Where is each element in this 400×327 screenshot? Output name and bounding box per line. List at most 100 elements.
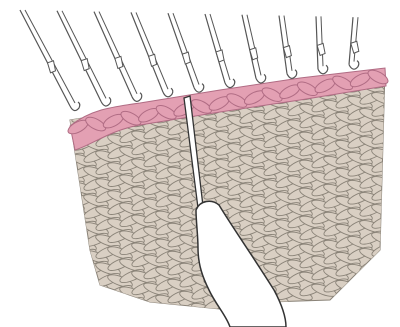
knit-stitch — [394, 114, 400, 131]
knit-stitch — [70, 303, 97, 321]
knit-stitch — [394, 237, 400, 255]
knit-stitch — [394, 86, 400, 103]
needle-shaft-edge — [321, 16, 323, 66]
knit-stitch — [394, 142, 400, 159]
knit-stitch — [382, 169, 400, 187]
knit-stitch — [394, 153, 400, 171]
knit-stitch — [394, 69, 400, 87]
needle-shaft-edge — [25, 10, 75, 103]
needle-shaft-edge — [99, 12, 137, 94]
knit-stitch — [58, 224, 85, 241]
knit-stitch — [382, 214, 400, 231]
needle-latch — [317, 43, 325, 55]
knit-stitch — [82, 315, 109, 327]
knit-stitch — [382, 102, 400, 119]
knit-stitch — [70, 292, 97, 309]
needle-latch — [351, 41, 359, 53]
needle-latch — [216, 50, 224, 62]
latch-needle — [242, 15, 266, 83]
knit-stitch — [358, 274, 385, 291]
needle-hook — [256, 74, 266, 83]
needle-hook — [349, 61, 359, 70]
needle-shaft — [349, 17, 353, 64]
latch-needle — [57, 11, 111, 106]
knit-stitch — [106, 311, 133, 327]
latch-needle — [20, 10, 80, 111]
needle-shaft-edge — [210, 14, 230, 80]
knit-stitch — [46, 278, 73, 296]
knit-stitch — [382, 242, 400, 259]
knit-stitch — [394, 254, 400, 271]
knit-stitch — [142, 309, 169, 326]
knit-stitch — [394, 58, 400, 75]
knit-stitch — [118, 295, 145, 313]
latch-needle — [349, 17, 359, 69]
knit-stitch — [82, 304, 109, 321]
knit-stitch — [394, 198, 400, 215]
knit-stitch — [70, 320, 97, 327]
knit-stitch — [394, 181, 400, 199]
knit-stitch — [166, 305, 193, 322]
needle-shaft — [205, 14, 225, 83]
knit-stitch — [46, 166, 73, 184]
knit-stitch — [58, 207, 85, 225]
knit-stitch — [382, 130, 400, 147]
knit-stitch — [82, 287, 109, 305]
knit-stitch — [382, 186, 400, 203]
needle-shaft — [279, 16, 287, 74]
knit-stitch — [58, 280, 85, 297]
knit-stitch — [382, 270, 400, 287]
knit-stitch — [370, 269, 397, 287]
needle-shaft-edge — [173, 13, 199, 84]
knit-stitch — [46, 138, 73, 156]
knit-stitch — [154, 303, 181, 321]
knit-stitch — [46, 222, 73, 240]
needle-shaft — [131, 12, 163, 92]
needle-hook — [70, 102, 80, 111]
knit-stitch — [382, 113, 400, 131]
knit-stitch — [382, 253, 400, 271]
knit-stitch — [70, 275, 97, 293]
needle-hook — [318, 65, 328, 74]
needle-shaft-edge — [354, 17, 358, 61]
needle-shaft — [94, 12, 132, 97]
knit-stitch — [94, 299, 121, 317]
knit-stitch — [382, 141, 400, 159]
knit-stitch — [130, 307, 157, 325]
knit-stitch — [58, 308, 85, 325]
needle-hook — [225, 79, 235, 88]
needle-latch — [115, 56, 123, 68]
knit-stitch — [58, 319, 85, 327]
needle-shaft-edge — [136, 12, 168, 89]
knit-stitch — [70, 264, 97, 281]
needle-latch — [149, 54, 157, 66]
needle-latch — [182, 52, 190, 64]
knit-stitch — [370, 258, 397, 275]
knit-stitch — [394, 125, 400, 143]
needle-latch — [81, 59, 89, 71]
latch-needle — [316, 16, 328, 73]
knit-stitch — [106, 300, 133, 317]
knit-stitch — [58, 291, 85, 309]
knit-stitch — [58, 235, 85, 253]
latch-needle — [168, 13, 204, 92]
latch-needle — [205, 14, 235, 88]
knit-stitch — [394, 265, 400, 283]
knit-stitch — [382, 225, 400, 243]
knit-stitch — [394, 226, 400, 243]
knit-stitch — [46, 250, 73, 268]
latch-needle — [131, 12, 173, 96]
knit-stitch — [382, 158, 400, 175]
needle-latch — [48, 61, 56, 73]
knit-stitch — [58, 252, 85, 269]
knit-stitch — [394, 97, 400, 115]
needle-shaft — [168, 13, 194, 87]
needle-shaft — [316, 16, 318, 69]
needle-hook — [194, 84, 204, 93]
needle-hook — [101, 97, 111, 106]
knit-stitch — [118, 312, 145, 327]
knit-stitch — [46, 306, 73, 324]
needle-shaft — [20, 10, 70, 106]
needle-hook — [287, 70, 297, 79]
